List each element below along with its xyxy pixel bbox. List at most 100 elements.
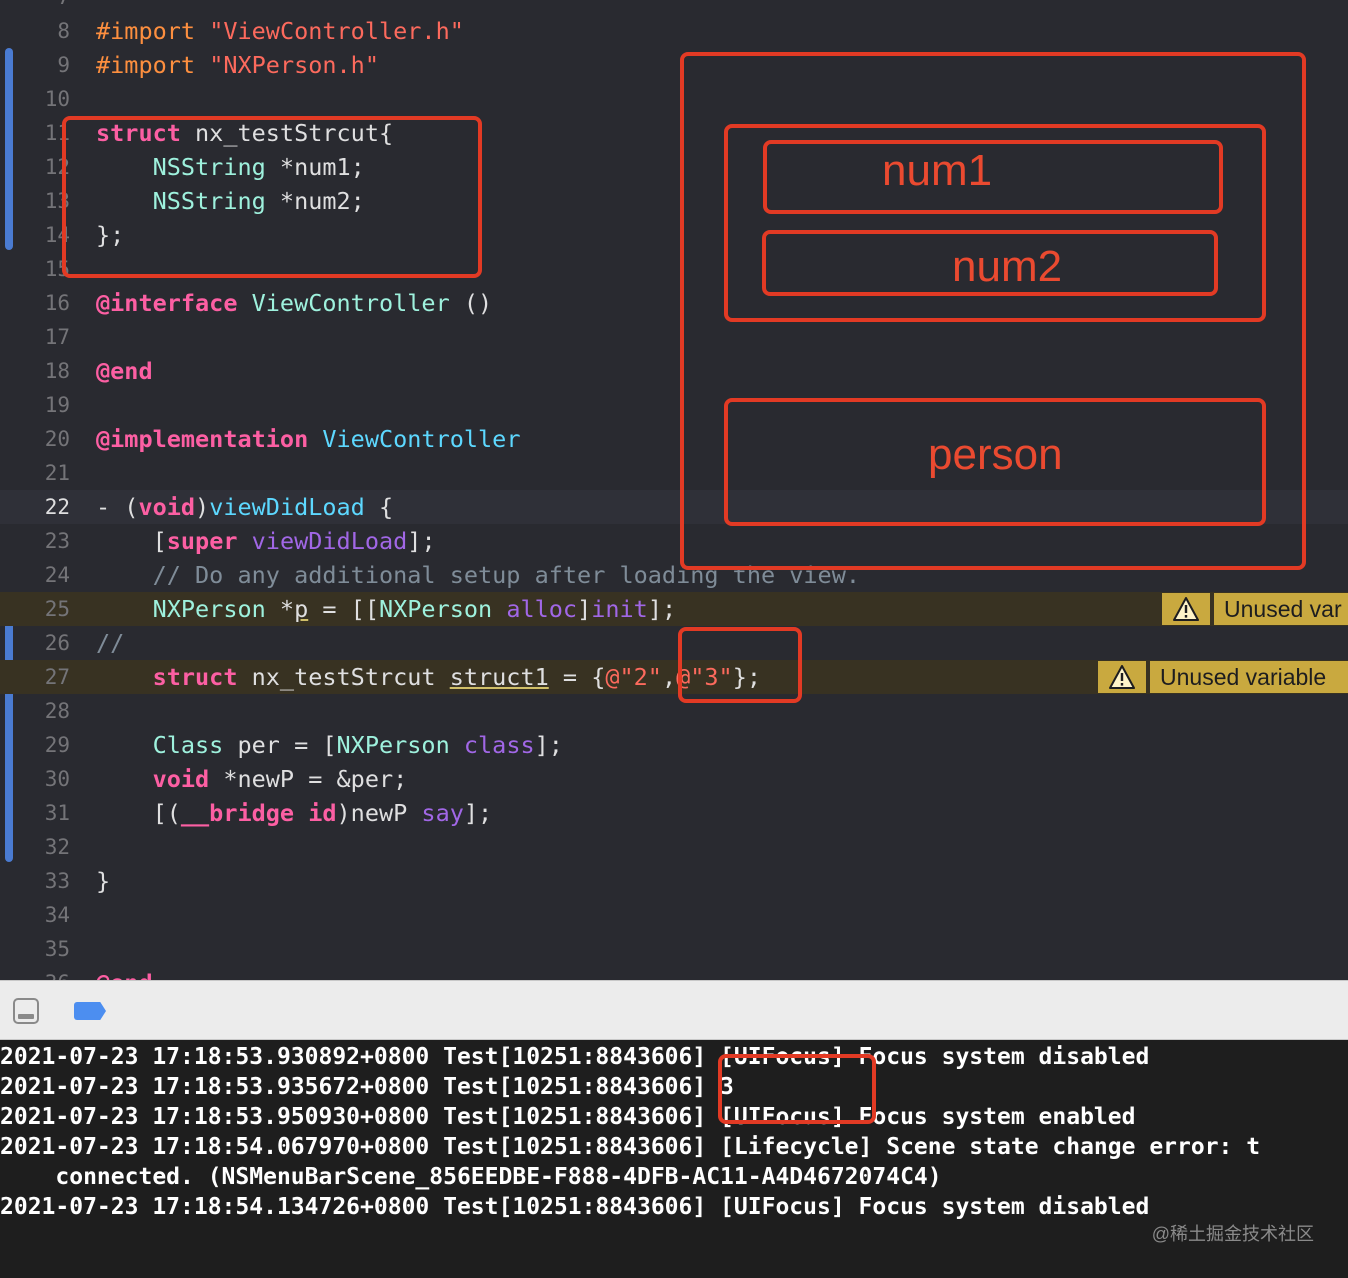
token: __bridge — [180, 799, 295, 827]
warning-badge[interactable]: Unused var — [1162, 593, 1348, 625]
token: void — [138, 493, 196, 521]
token: super — [166, 527, 238, 555]
token: @end — [96, 357, 153, 385]
line-number: 22 — [44, 495, 70, 519]
code-text: @interface ViewController () — [96, 286, 492, 320]
code-line-warning: 25 NXPerson *p = [[NXPerson alloc]init];… — [0, 592, 1348, 626]
token: @interface — [96, 289, 238, 317]
line-number: 28 — [44, 699, 70, 723]
token: say — [421, 799, 464, 827]
token: @"3" — [676, 663, 733, 691]
console-line: 2021-07-23 17:18:53.935672+0800 Test[102… — [0, 1074, 734, 1100]
code-line: 10 — [0, 82, 1348, 116]
warning-message: Unused variable — [1150, 661, 1348, 693]
code-text: [(__bridge id)newP say]; — [96, 796, 493, 830]
token: NXPerson — [152, 595, 266, 623]
code-line: 36 @end — [0, 966, 1348, 980]
token: ]; — [463, 799, 493, 827]
token: "NXPerson.h" — [209, 51, 379, 79]
token: struct — [152, 663, 238, 691]
code-line: 16 @interface ViewController () — [0, 286, 1348, 320]
line-number: 8 — [57, 19, 70, 43]
token — [492, 595, 506, 623]
line-number: 20 — [44, 427, 70, 451]
token: init — [591, 595, 648, 623]
code-line: 18 @end — [0, 354, 1348, 388]
line-number: 16 — [44, 291, 70, 315]
annotation-label-num1: num1 — [882, 146, 993, 195]
code-line: 35 — [0, 932, 1348, 966]
token — [450, 731, 464, 759]
console-line: connected. (NSMenuBarScene_856EEDBE-F888… — [0, 1164, 942, 1190]
code-text: NSString *num1; — [96, 150, 365, 184]
annotation-memory-outer — [680, 52, 1306, 570]
token: ] — [577, 595, 592, 623]
token: struct — [96, 119, 181, 147]
code-text: #import "NXPerson.h" — [96, 48, 379, 82]
code-text: // Do any additional setup after loading… — [96, 558, 860, 592]
warning-message: Unused var — [1214, 593, 1348, 625]
line-number: 21 — [44, 461, 70, 485]
code-text: } — [96, 867, 111, 895]
watermark: @稀土掘金技术社区 — [1151, 1224, 1314, 1244]
token: NSString — [152, 153, 266, 181]
line-number: 7 — [0, 0, 70, 14]
code-text: // — [96, 626, 124, 660]
code-text: - (void)viewDidLoad { — [96, 490, 393, 524]
annotation-struct-box — [62, 116, 482, 278]
annotation-output-box — [718, 1054, 876, 1124]
token: *num1; — [265, 153, 365, 181]
token: = { — [548, 663, 606, 691]
code-text: #import "ViewController.h" — [96, 14, 464, 48]
breakpoints-icon[interactable] — [74, 1002, 106, 1020]
line-number: 12 — [44, 155, 70, 179]
token: per = [ — [223, 731, 337, 759]
token: p — [294, 595, 309, 623]
token: ) — [195, 493, 210, 521]
code-editor[interactable]: 7 8 #import "ViewController.h" 9 #import… — [0, 0, 1348, 980]
token: [( — [152, 799, 181, 827]
token: #import — [96, 51, 196, 79]
line-number: 31 — [44, 801, 70, 825]
token: { — [364, 493, 394, 521]
code-text: }; — [96, 221, 125, 249]
token: * — [265, 595, 295, 623]
code-line: 26 // — [0, 626, 1348, 660]
line-number: 13 — [44, 189, 70, 213]
annotation-value-box — [678, 627, 802, 703]
warning-badge[interactable]: Unused variable — [1098, 661, 1348, 693]
token: )newP — [336, 799, 422, 827]
line-number: 25 — [44, 597, 70, 621]
code-text: @end — [96, 354, 153, 388]
code-line: 23 [super viewDidLoad]; — [0, 524, 1348, 558]
token: ViewController — [322, 425, 521, 453]
code-line: 33 } — [0, 864, 1348, 898]
code-line: 30 void *newP = &per; — [0, 762, 1348, 796]
token: class — [463, 731, 535, 759]
code-line: 21 — [0, 456, 1348, 490]
token: }; — [732, 663, 761, 691]
code-line: 19 — [0, 388, 1348, 422]
code-text: NXPerson *p = [[NXPerson alloc]init]; — [96, 592, 677, 626]
line-number: 19 — [44, 393, 70, 417]
code-line: 28 — [0, 694, 1348, 728]
hide-debug-area-icon[interactable] — [13, 998, 39, 1024]
token: , — [661, 663, 677, 691]
change-bar — [5, 48, 13, 250]
code-line: 20 @implementation ViewController — [0, 422, 1348, 456]
code-text: @implementation ViewController — [96, 422, 520, 456]
token: NXPerson — [378, 595, 493, 623]
line-number: 35 — [44, 937, 70, 961]
console-output[interactable]: 2021-07-23 17:18:53.930892+0800 Test[102… — [0, 1040, 1348, 1278]
code-line-current: 22 - (void)viewDidLoad { — [0, 490, 1348, 524]
line-number: 32 — [44, 835, 70, 859]
code-line: 8 #import "ViewController.h" — [0, 14, 1348, 48]
token: ]; — [534, 731, 563, 759]
annotation-num2-box — [762, 230, 1218, 296]
console-line: 2021-07-23 17:18:53.930892+0800 Test[102… — [0, 1044, 1150, 1070]
line-number: 26 — [44, 631, 70, 655]
line-number: 10 — [44, 87, 70, 111]
code-line: 17 — [0, 320, 1348, 354]
code-text: struct nx_testStrcut{ — [96, 116, 393, 150]
code-line: 9 #import "NXPerson.h" — [0, 48, 1348, 82]
